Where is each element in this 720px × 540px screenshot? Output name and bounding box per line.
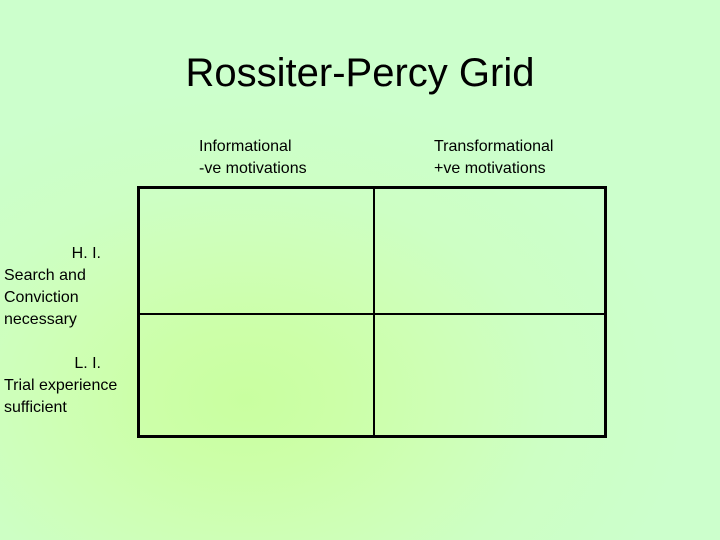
row-description-low-involvement-line2: sufficient — [4, 399, 67, 416]
page-title: Rossiter-Percy Grid — [185, 51, 535, 95]
matrix-cell-high-informational[interactable] — [140, 189, 375, 315]
row-description-high-involvement-line3: necessary — [4, 311, 77, 328]
matrix-cell-high-transformational[interactable] — [375, 189, 604, 315]
row-label-high-involvement: H. I. Search and Conviction necessary — [4, 243, 137, 331]
row-description-high-involvement-line1: Search and — [4, 267, 86, 284]
column-header-informational-line2: -ve motivations — [199, 160, 307, 177]
column-header-informational: Informational -ve motivations — [199, 136, 307, 180]
row-description-high-involvement: Search and Conviction necessary — [4, 265, 137, 331]
column-header-transformational: Transformational +ve motivations — [434, 136, 553, 180]
row-code-low-involvement: L. I. — [74, 355, 101, 372]
column-header-informational-line1: Informational — [199, 138, 292, 155]
row-description-low-involvement-line1: Trial experience — [4, 377, 118, 394]
rossiter-percy-matrix — [137, 186, 607, 438]
row-code-high-involvement: H. I. — [71, 245, 101, 262]
row-description-high-involvement-line2: Conviction — [4, 289, 79, 306]
column-header-transformational-line2: +ve motivations — [434, 160, 546, 177]
matrix-cell-low-informational[interactable] — [140, 315, 375, 435]
matrix-cell-low-transformational[interactable] — [375, 315, 604, 435]
row-description-low-involvement: Trial experience sufficient — [4, 375, 137, 419]
row-label-low-involvement: L. I. Trial experience sufficient — [4, 353, 137, 419]
column-header-transformational-line1: Transformational — [434, 138, 554, 155]
